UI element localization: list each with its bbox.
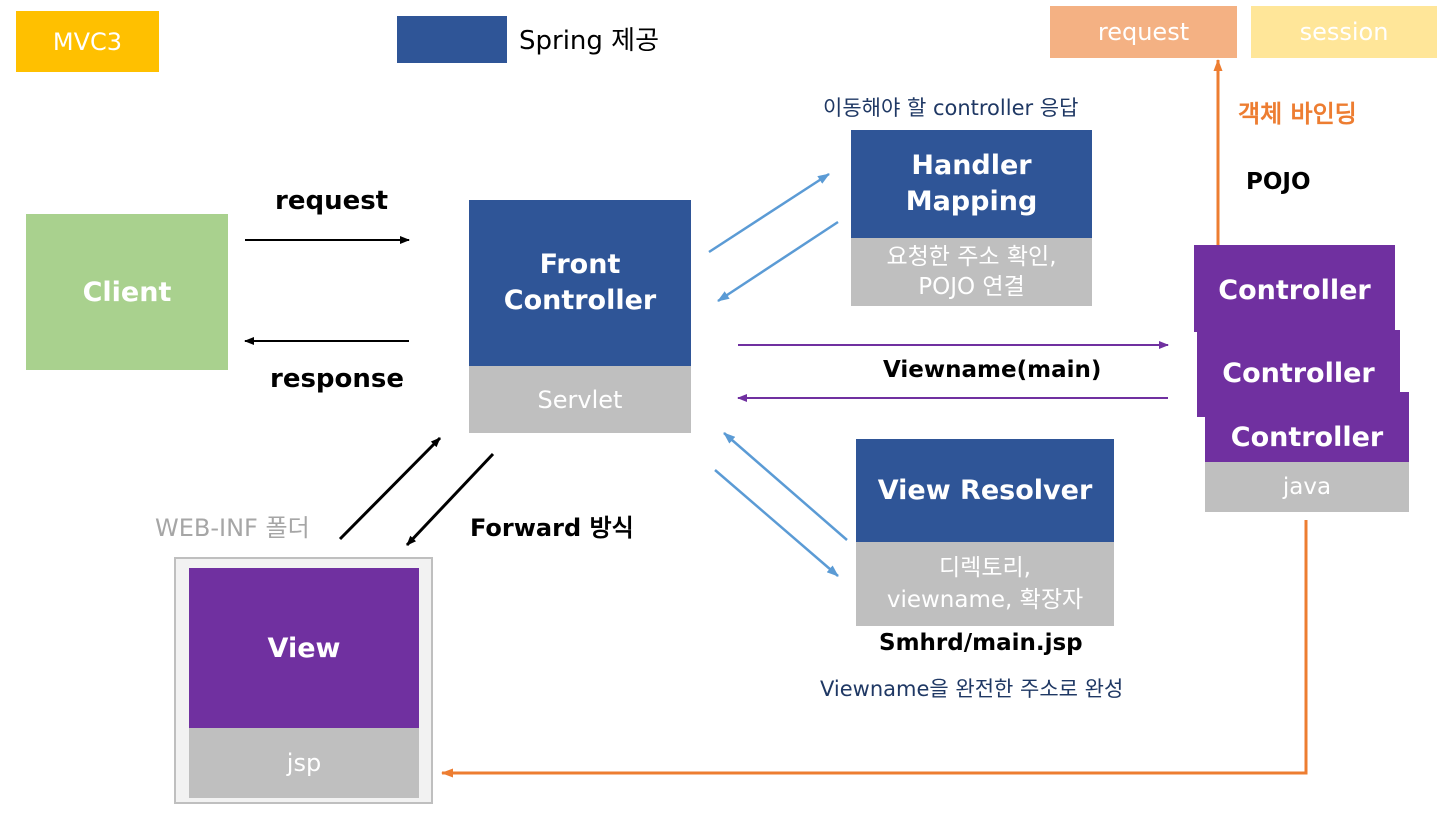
view-resolver-title: View Resolver bbox=[877, 475, 1093, 506]
spring-legend-label: Spring 제공 bbox=[519, 26, 660, 56]
handler-mapping-sub-2: POJO 연결 bbox=[918, 274, 1025, 300]
controller-java-box: java bbox=[1205, 462, 1409, 512]
controller-box-3: Controller bbox=[1205, 392, 1409, 462]
front-controller-title-1: Front bbox=[539, 249, 621, 280]
handler-mapping-box: Handler Mapping bbox=[851, 130, 1092, 238]
servlet-box: Servlet bbox=[469, 366, 691, 433]
jsp-label: jsp bbox=[286, 749, 322, 777]
handler-mapping-sub-box: 요청한 주소 확인, POJO 연결 bbox=[851, 238, 1092, 306]
view-path-label: Smhrd/main.jsp bbox=[879, 630, 1083, 656]
from-handler-mapping-arrow bbox=[717, 220, 839, 303]
client-label: Client bbox=[82, 276, 172, 308]
response-arrow-label: response bbox=[270, 364, 405, 394]
binding-label: 객체 바인딩 bbox=[1238, 100, 1357, 128]
view-to-front-arrow bbox=[338, 436, 442, 541]
front-controller-box: Front Controller bbox=[469, 200, 691, 366]
controller-label-3: Controller bbox=[1230, 422, 1384, 453]
request-arrow-label: request bbox=[275, 186, 389, 216]
pojo-label: POJO bbox=[1246, 169, 1311, 195]
controller-label-1: Controller bbox=[1218, 275, 1371, 306]
request-scope-label: request bbox=[1097, 18, 1190, 46]
controller-java-label: java bbox=[1282, 474, 1332, 500]
mvc3-label: MVC3 bbox=[52, 27, 123, 56]
front-controller-title-2: Controller bbox=[503, 285, 657, 316]
mvc3-badge: MVC3 bbox=[16, 11, 159, 72]
view-resolver-sub-box: 디렉토리, viewname, 확장자 bbox=[856, 542, 1114, 626]
viewname-arrow-label: Viewname(main) bbox=[883, 357, 1102, 383]
to-view-resolver-arrow bbox=[714, 469, 839, 577]
client-box: Client bbox=[26, 214, 228, 370]
view-label: View bbox=[267, 632, 341, 664]
to-handler-mapping-arrow bbox=[708, 172, 830, 254]
handler-mapping-title-1: Handler bbox=[911, 150, 1032, 181]
view-resolver-caption: Viewname을 완전한 주소로 완성 bbox=[820, 677, 1124, 701]
session-scope-label: session bbox=[1299, 18, 1389, 46]
view-resolver-box: View Resolver bbox=[856, 439, 1114, 542]
handler-mapping-sub-1: 요청한 주소 확인, bbox=[886, 244, 1057, 270]
view-resolver-sub-1: 디렉토리, bbox=[939, 555, 1031, 581]
jsp-box: jsp bbox=[189, 728, 419, 798]
controller-box-1: Controller bbox=[1194, 245, 1398, 335]
web-inf-folder-label: WEB-INF 폴더 bbox=[155, 514, 310, 542]
session-scope-badge: session bbox=[1251, 6, 1437, 58]
view-resolver-sub-2: viewname, 확장자 bbox=[886, 587, 1084, 613]
servlet-label: Servlet bbox=[537, 385, 623, 414]
request-scope-badge: request bbox=[1050, 6, 1237, 58]
forward-label: Forward 방식 bbox=[470, 514, 634, 542]
view-box: View bbox=[189, 568, 419, 728]
handler-mapping-caption: 이동해야 할 controller 응답 bbox=[823, 96, 1079, 120]
from-view-resolver-arrow bbox=[723, 432, 848, 541]
handler-mapping-title-2: Mapping bbox=[905, 186, 1038, 217]
spring-legend-swatch bbox=[397, 16, 507, 63]
controller-label-2: Controller bbox=[1222, 358, 1375, 389]
